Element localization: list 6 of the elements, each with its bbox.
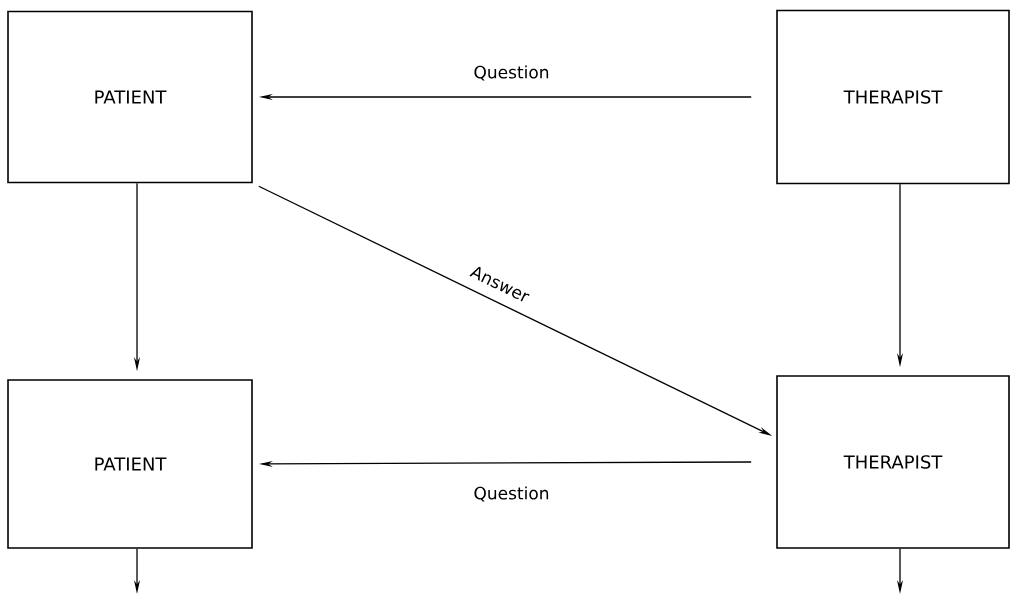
edge-label: Question <box>472 64 551 82</box>
process-box: THERAPIST <box>776 375 1010 549</box>
edge-label: Question <box>472 485 551 503</box>
process-box: THERAPIST <box>776 9 1010 185</box>
process-box: PATIENT <box>7 10 253 184</box>
process-box: PATIENT <box>7 379 253 549</box>
